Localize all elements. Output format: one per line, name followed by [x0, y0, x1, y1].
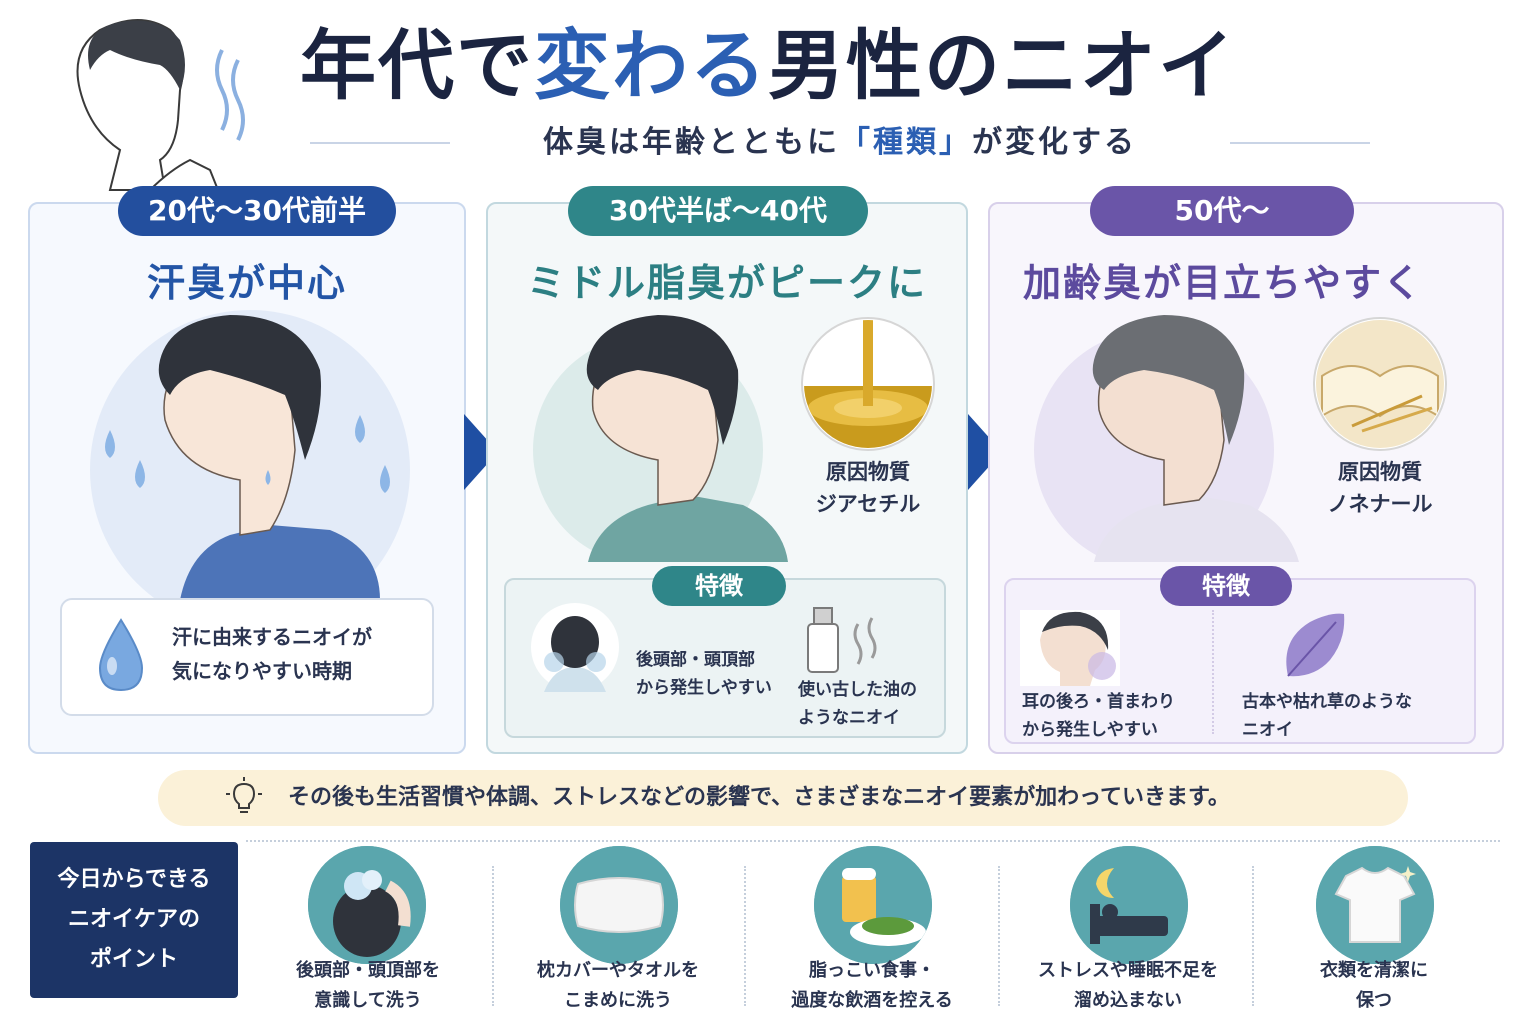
feat1-30s-40s-line2: から発生しやすい [636, 678, 772, 698]
subtitle: 体臭は年齢とともに「種類」が変化する [543, 125, 1137, 160]
feat1-50s-line2: から発生しやすい [1022, 720, 1158, 740]
neck-area-icon [1020, 610, 1120, 686]
care-divider [744, 866, 746, 1006]
cause-name-diacetyl: ジアセチル [815, 492, 921, 516]
subtitle-rule-right [1230, 142, 1370, 144]
care-item-5-line1: 衣類を清潔に [1320, 960, 1428, 981]
cause-label-50s: 原因物質 [1338, 460, 1422, 484]
cause-label-30s-40s: 原因物質 [826, 460, 910, 484]
note-text-20s-line1: 汗に由来するニオイが [172, 625, 372, 649]
care-top-rule [246, 840, 1500, 842]
care-divider [492, 866, 494, 1006]
water-drop-icon [98, 618, 144, 692]
age-badge-50s: 50代〜 [1090, 186, 1354, 236]
tip-text: その後も生活習慣や体調、ストレスなどの影響で、さまざまなニオイ要素が加わっていき… [288, 785, 1230, 810]
oil-bottle-icon [807, 607, 877, 673]
dry-leaf-icon [1286, 613, 1345, 677]
senior-man-illustration [1034, 315, 1299, 562]
subtitle-row: 体臭は年齢とともに「種類」が変化する [310, 120, 1370, 166]
care-item-1-line2: 意識して洗う [314, 990, 422, 1011]
care-divider [1252, 866, 1254, 1006]
feat2-30s-40s-line1: 使い古した油の [798, 680, 917, 700]
note-text-20s-line2: 気になりやすい時期 [172, 659, 352, 683]
care-item-3-line1: 脂っこい食事・ [809, 960, 935, 981]
care-item-4-line2: 溜め込まない [1074, 990, 1182, 1011]
lightbulb-icon [226, 777, 262, 813]
pillow-icon [560, 846, 678, 964]
sleep-icon [1070, 846, 1188, 964]
feat2-50s-line1: 古本や枯れ草のような [1242, 692, 1412, 712]
care-item-2-line1: 枕カバーやタオルを [537, 960, 699, 981]
feat2-50s-line2: ニオイ [1242, 720, 1293, 740]
feature-badge-30s-40s: 特徴 [652, 566, 786, 606]
care-item-5-line2: 保つ [1356, 990, 1392, 1011]
middle-man-illustration [533, 315, 788, 562]
feat1-50s-line1: 耳の後ろ・首まわり [1022, 692, 1175, 712]
head-back-icon [531, 603, 619, 692]
care-item-3-line2: 過度な飲酒を控える [791, 990, 953, 1011]
stage-headline-30s-40s: ミドル脂臭がピークに [526, 261, 927, 305]
man-profile-illustration [76, 19, 245, 197]
cause-name-nonenal: ノネナール [1327, 492, 1433, 516]
page-title: 年代で変わる男性のニオイ [300, 21, 1236, 110]
hair-wash-icon [308, 846, 426, 964]
beer-food-icon [814, 846, 932, 964]
care-item-2-line2: こまめに洗う [564, 990, 672, 1011]
care-points-label: 今日からできる ニオイケアの ポイント [30, 842, 238, 998]
age-badge-30s-40s: 30代半ば〜40代 [568, 186, 868, 236]
feature-badge-50s: 特徴 [1160, 566, 1292, 606]
oil-drop-icon [801, 317, 935, 451]
care-item-1-line1: 後頭部・頭頂部を [296, 960, 440, 981]
old-book-icon [1313, 317, 1447, 451]
feature-divider [1212, 610, 1214, 734]
tip-banner [158, 770, 1408, 826]
subtitle-rule-left [310, 142, 450, 144]
stage-headline-20s: 汗臭が中心 [146, 261, 347, 305]
age-badge-20s: 20代〜30代前半 [118, 186, 396, 236]
young-man-sweat-illustration [90, 310, 410, 600]
care-item-4-line1: ストレスや睡眠不足を [1038, 960, 1218, 981]
care-divider [998, 866, 1000, 1006]
tshirt-icon [1316, 846, 1434, 964]
stage-headline-50s: 加齢臭が目立ちやすく [1022, 261, 1423, 305]
feat1-30s-40s-line1: 後頭部・頭頂部 [636, 650, 755, 670]
feat2-30s-40s-line2: ようなニオイ [798, 708, 900, 728]
